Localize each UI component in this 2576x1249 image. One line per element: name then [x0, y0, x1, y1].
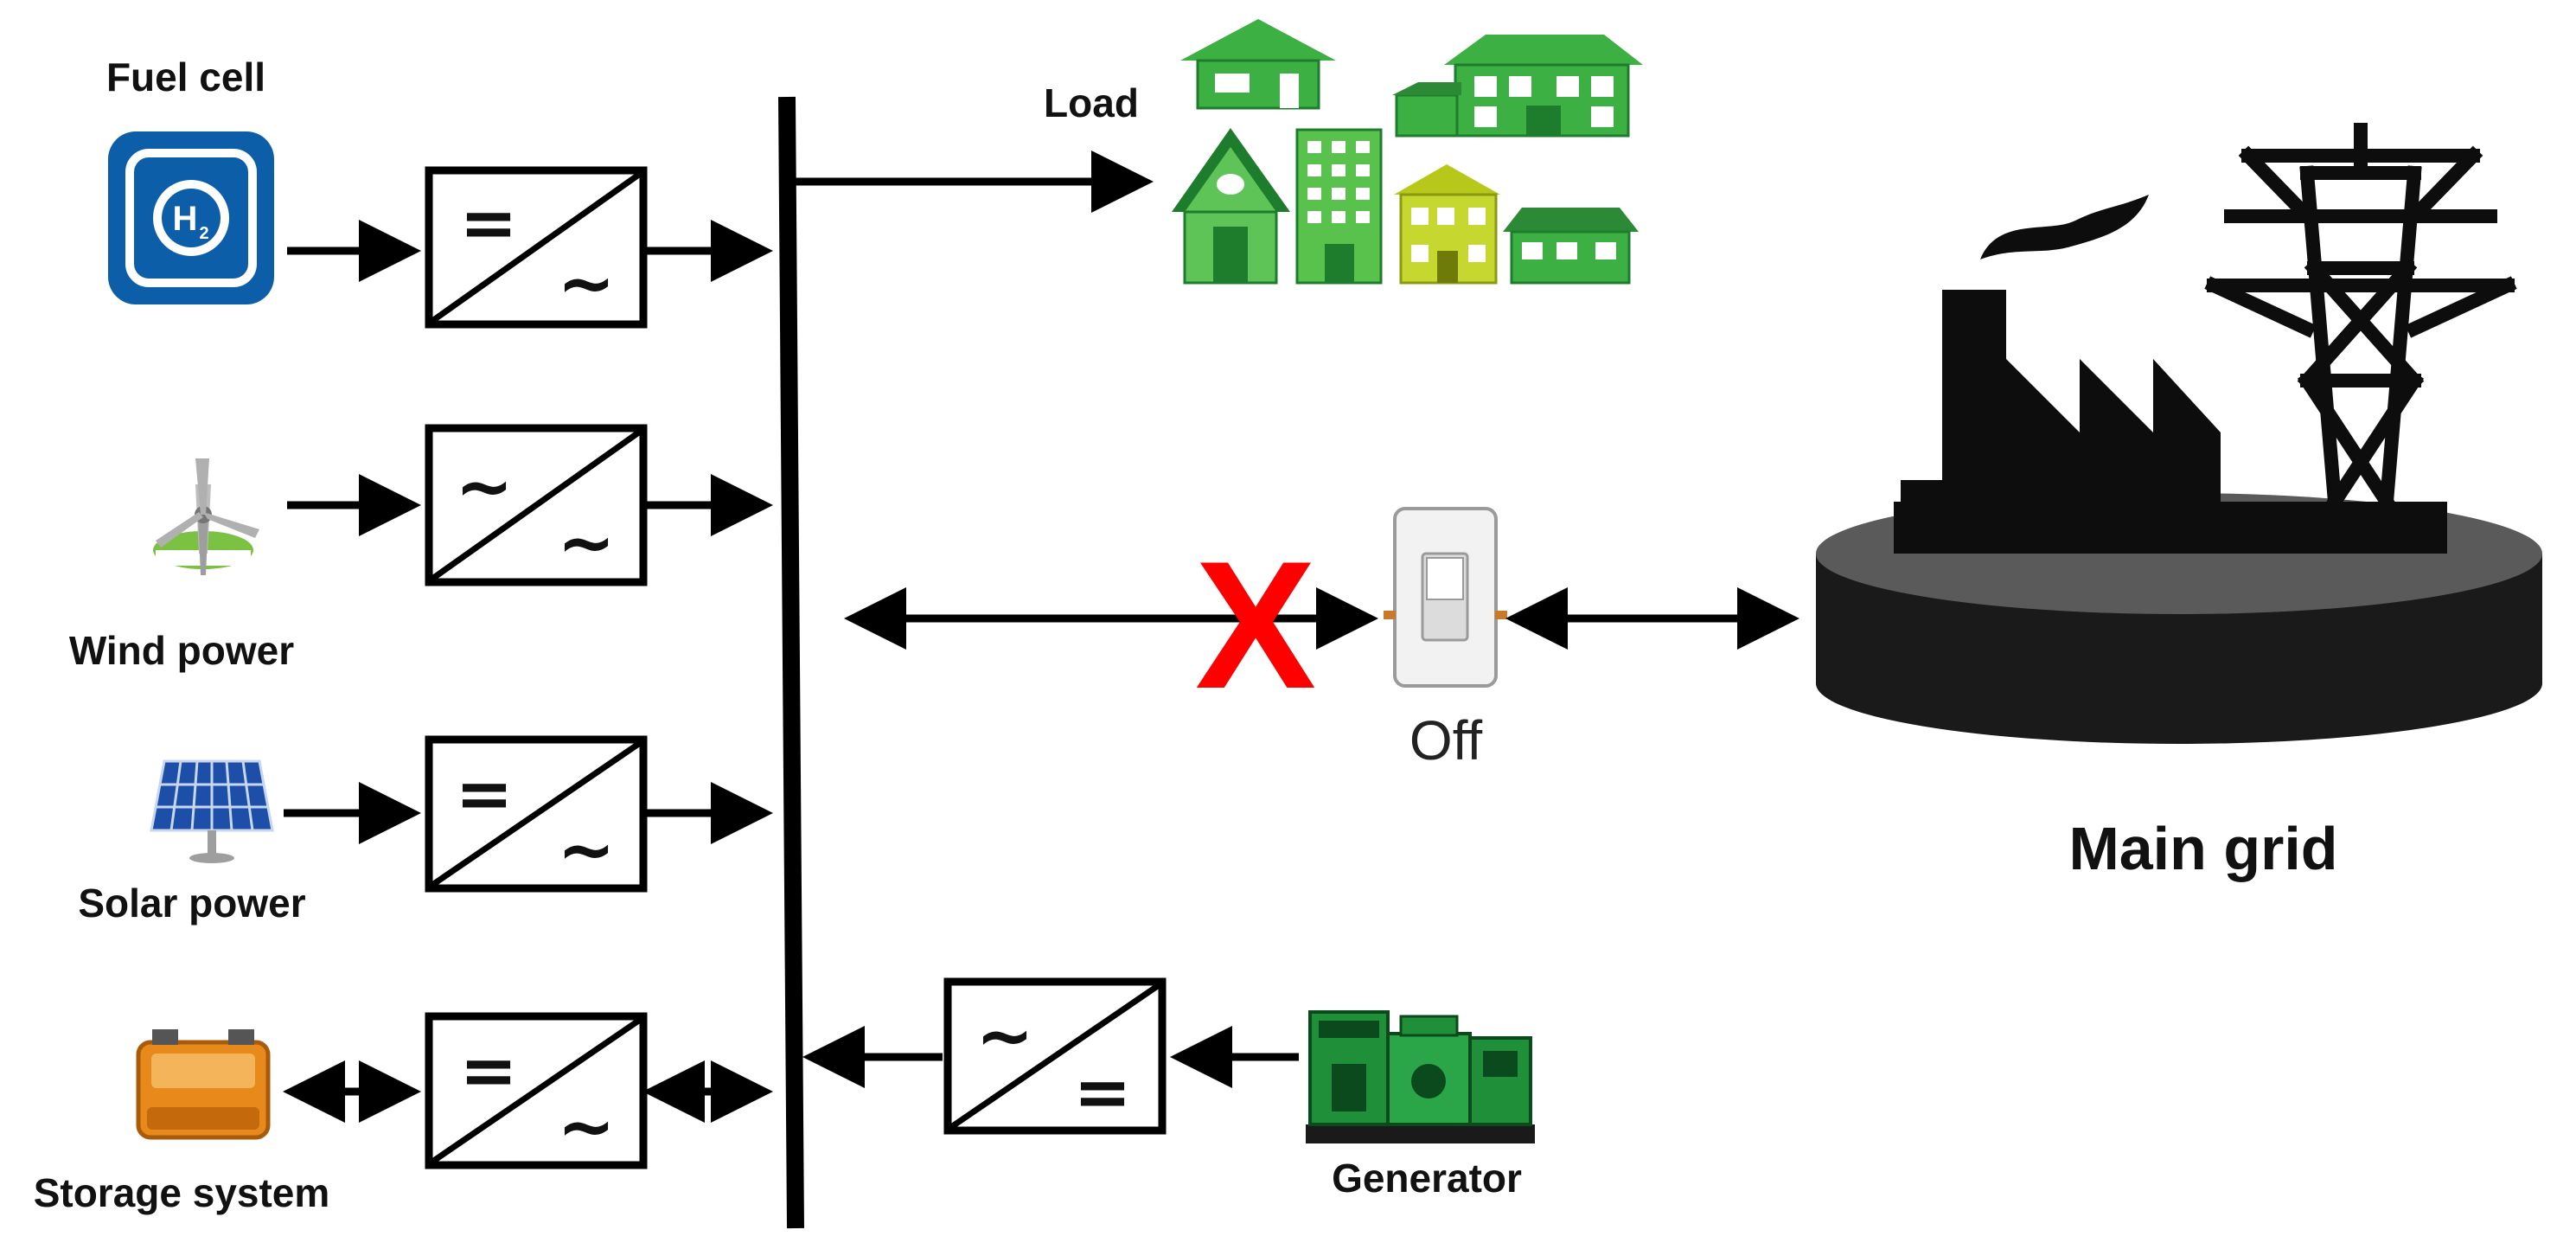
solar-panel-icon	[150, 759, 274, 863]
load-label: Load	[1044, 80, 1139, 125]
svg-text:2: 2	[199, 224, 208, 243]
fuel-cell-label: Fuel cell	[106, 54, 265, 99]
svg-text:~: ~	[975, 996, 1033, 1076]
svg-text:~: ~	[455, 446, 513, 527]
main-grid-label: Main grid	[2068, 815, 2337, 882]
fuel-cell-converter: = ~	[425, 166, 648, 329]
generator-converter: ~ =	[943, 977, 1167, 1135]
wind-turbine-icon	[153, 458, 259, 575]
hydrogen-fuel-cell-icon: H 2	[108, 131, 274, 304]
svg-text:~: ~	[557, 243, 615, 323]
svg-text:~: ~	[557, 1086, 615, 1167]
svg-text:~: ~	[557, 503, 615, 583]
factory-and-transmission-tower-icon	[1816, 123, 2542, 744]
storage-system-converter: = ~	[425, 1012, 648, 1169]
generator-label: Generator	[1332, 1156, 1522, 1201]
toggle-switch-icon[interactable]	[1384, 507, 1507, 688]
svg-text:=: =	[455, 753, 513, 834]
svg-text:=: =	[459, 183, 517, 263]
svg-text:=: =	[1073, 1052, 1131, 1132]
svg-text:=: =	[459, 1030, 517, 1111]
svg-text:H: H	[173, 200, 198, 238]
storage-system-label: Storage system	[34, 1170, 330, 1215]
disconnect-mark: X	[1195, 523, 1316, 727]
svg-text:~: ~	[557, 810, 615, 890]
wind-power-label: Wind power	[69, 628, 294, 673]
houses-icon	[1172, 19, 1643, 285]
solar-power-label: Solar power	[78, 881, 305, 926]
switch-state-label: Off	[1409, 709, 1482, 772]
ac-bus	[778, 96, 804, 1229]
wind-power-converter: ~ ~	[425, 424, 648, 586]
solar-power-converter: = ~	[425, 735, 648, 893]
diesel-generator-icon	[1306, 1010, 1535, 1143]
battery-icon	[136, 1029, 271, 1140]
